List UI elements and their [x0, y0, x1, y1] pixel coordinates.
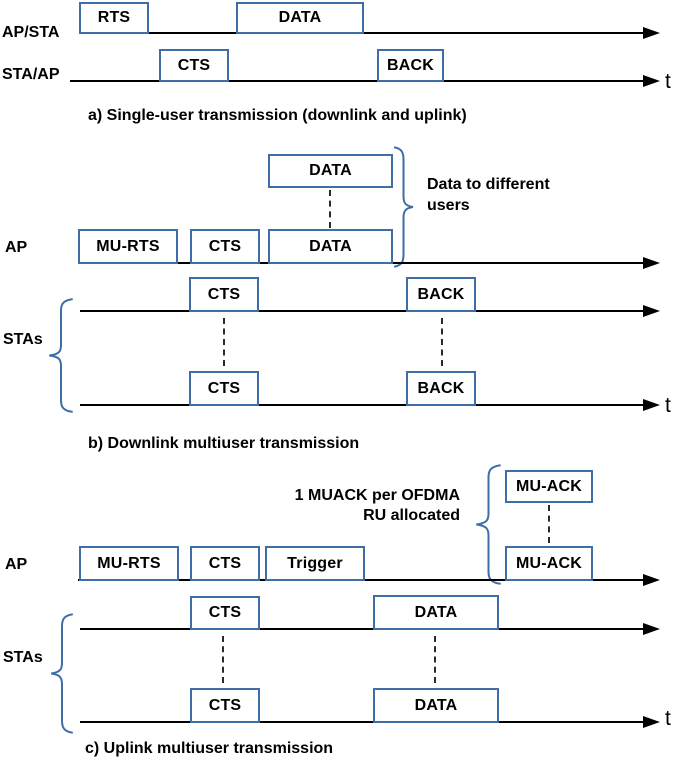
frame-box-mu-ack-user1: MU-ACK: [505, 546, 593, 581]
left-brace-icon: [48, 298, 74, 413]
frame-box-mu-ack-user2: MU-ACK: [505, 470, 593, 503]
frame-box-data-user2: DATA: [268, 154, 393, 188]
caption-c: c) Uplink multiuser transmission: [85, 740, 334, 757]
timeline-b-sta1: [80, 310, 644, 312]
frame-box-back-sta1: BACK: [406, 277, 476, 312]
dotted-connector: [223, 318, 225, 366]
time-axis-label: t: [665, 394, 671, 417]
arrowhead-icon: [643, 305, 660, 317]
frame-box-cts-sta2: CTS: [190, 688, 260, 723]
arrowhead-icon: [643, 716, 660, 728]
time-axis-label: t: [665, 70, 671, 93]
frame-box-data-user1: DATA: [268, 229, 393, 264]
timeline-a-row2: [70, 80, 644, 82]
dotted-connector: [441, 318, 443, 366]
frame-box-mu-rts: MU-RTS: [78, 229, 178, 264]
caption-a: a) Single-user transmission (downlink an…: [88, 107, 467, 124]
frame-box-mu-rts: MU-RTS: [79, 546, 179, 581]
frame-box-cts: CTS: [159, 49, 229, 82]
frame-box-data-sta2: DATA: [373, 688, 499, 723]
row-label-stas: STAs: [3, 331, 43, 348]
frame-box-data: DATA: [236, 2, 364, 34]
frame-box-cts: CTS: [190, 546, 260, 581]
arrowhead-icon: [643, 257, 660, 269]
timeline-b-sta2: [80, 404, 644, 406]
annotation-line1: 1 MUACK per OFDMA: [294, 487, 460, 504]
timeline-c-sta2: [80, 721, 644, 723]
timeline-c-sta1: [80, 628, 644, 630]
row-label-stas: STAs: [3, 649, 43, 666]
row-label-ap-sta: AP/STA: [2, 24, 60, 41]
frame-box-cts-sta1: CTS: [189, 277, 259, 312]
dotted-connector: [329, 190, 331, 228]
right-brace-icon: [393, 146, 414, 268]
arrowhead-icon: [643, 623, 660, 635]
annotation-line2: users: [427, 197, 470, 214]
dotted-connector: [548, 505, 550, 543]
frame-box-back-sta2: BACK: [406, 371, 476, 406]
arrowhead-icon: [643, 27, 660, 39]
arrowhead-icon: [643, 75, 660, 87]
caption-b: b) Downlink multiuser transmission: [88, 435, 360, 452]
annotation-muack: 1 MUACK per OFDMA RU allocated: [240, 486, 460, 526]
time-axis-label: t: [665, 707, 671, 730]
frame-box-data-sta1: DATA: [373, 595, 499, 630]
frame-box-cts-sta1: CTS: [190, 596, 260, 630]
frame-box-cts-sta2: CTS: [189, 371, 259, 406]
annotation-line1: Data to different: [427, 176, 550, 193]
row-label-sta-ap: STA/AP: [2, 66, 60, 83]
frame-box-rts: RTS: [79, 2, 149, 34]
row-label-ap: AP: [5, 556, 28, 573]
annotation-line2: RU allocated: [363, 507, 460, 524]
arrowhead-icon: [643, 399, 660, 411]
annotation-data-users: Data to different users: [427, 174, 550, 216]
frame-box-cts: CTS: [190, 229, 260, 264]
row-label-ap: AP: [5, 239, 28, 256]
left-brace-icon: [50, 613, 74, 734]
left-brace-icon: [475, 464, 502, 585]
frame-box-back: BACK: [377, 49, 444, 82]
dotted-connector: [222, 636, 224, 683]
frame-box-trigger: Trigger: [265, 546, 365, 581]
arrowhead-icon: [643, 574, 660, 586]
dotted-connector: [434, 636, 436, 683]
